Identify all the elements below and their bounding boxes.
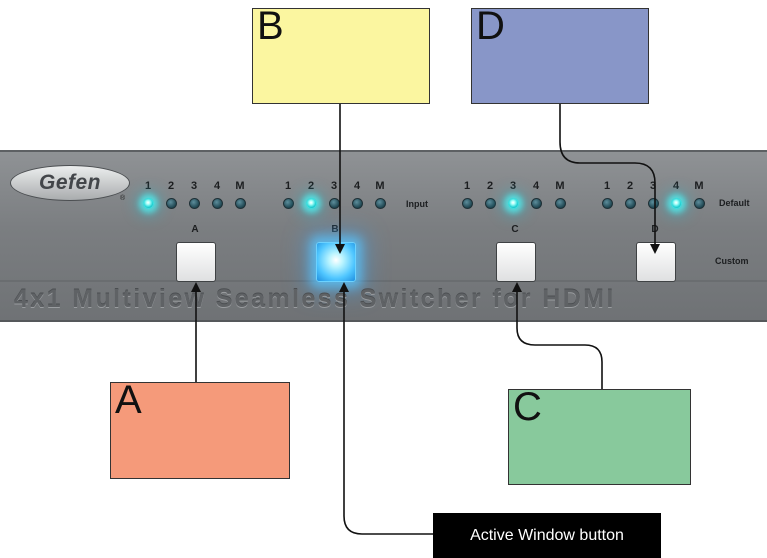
button-letter-c: C [511, 224, 519, 235]
callout-box-b: B [252, 4, 430, 104]
led-label: M [555, 180, 565, 192]
led-indicator [531, 198, 542, 209]
led-label: 4 [353, 180, 361, 192]
led-indicator [648, 198, 659, 209]
led-label: M [235, 180, 245, 192]
callout-label-d: D [476, 4, 505, 48]
led-label: 1 [463, 180, 471, 192]
led-indicator [212, 198, 223, 209]
led-label: 4 [532, 180, 540, 192]
led-indicator [375, 198, 386, 209]
callout-label-b: B [257, 4, 284, 48]
logo-text: Gefen [38, 171, 101, 194]
button-letter-a: A [191, 224, 199, 235]
window-button-a[interactable] [176, 242, 216, 282]
led-label: 2 [626, 180, 634, 192]
input-label: Input [406, 199, 428, 209]
led-indicator [555, 198, 566, 209]
led-label: 3 [649, 180, 657, 192]
led-indicator [508, 198, 519, 209]
registered-mark: ® [120, 195, 126, 202]
led-indicator [602, 198, 613, 209]
callout-label-c: C [513, 385, 542, 429]
led-indicator [283, 198, 294, 209]
led-label: 1 [144, 180, 152, 192]
custom-label: Custom [715, 256, 749, 266]
led-label: 3 [190, 180, 198, 192]
default-label: Default [719, 198, 750, 208]
led-indicator [462, 198, 473, 209]
window-button-c[interactable] [496, 242, 536, 282]
led-label: 2 [167, 180, 175, 192]
connector-d [559, 104, 660, 254]
led-label: M [694, 180, 704, 192]
connector-c [512, 282, 603, 389]
led-label: 4 [672, 180, 680, 192]
led-label: 2 [307, 180, 315, 192]
led-indicator [671, 198, 682, 209]
led-indicator [625, 198, 636, 209]
led-indicator [694, 198, 705, 209]
led-label: 3 [330, 180, 338, 192]
led-label: M [375, 180, 385, 192]
led-label: 1 [284, 180, 292, 192]
button-letter-b: B [331, 224, 339, 235]
panel-groove [0, 280, 767, 282]
callout-box-c: C [508, 385, 691, 485]
led-indicator [306, 198, 317, 209]
callout-box-d: D [471, 4, 649, 104]
led-indicator [166, 198, 177, 209]
led-label: 4 [213, 180, 221, 192]
led-label: 3 [509, 180, 517, 192]
led-indicator [485, 198, 496, 209]
led-indicator [189, 198, 200, 209]
led-indicator [235, 198, 246, 209]
connector-active-window [339, 282, 433, 535]
led-indicator [352, 198, 363, 209]
led-label: 1 [603, 180, 611, 192]
led-label: 2 [486, 180, 494, 192]
callout-label-a: A [115, 378, 142, 422]
gefen-logo: Gefen [10, 165, 130, 201]
callout-box-a: A [110, 378, 290, 479]
active-window-label: Active Window button [433, 513, 661, 558]
led-indicator [143, 198, 154, 209]
